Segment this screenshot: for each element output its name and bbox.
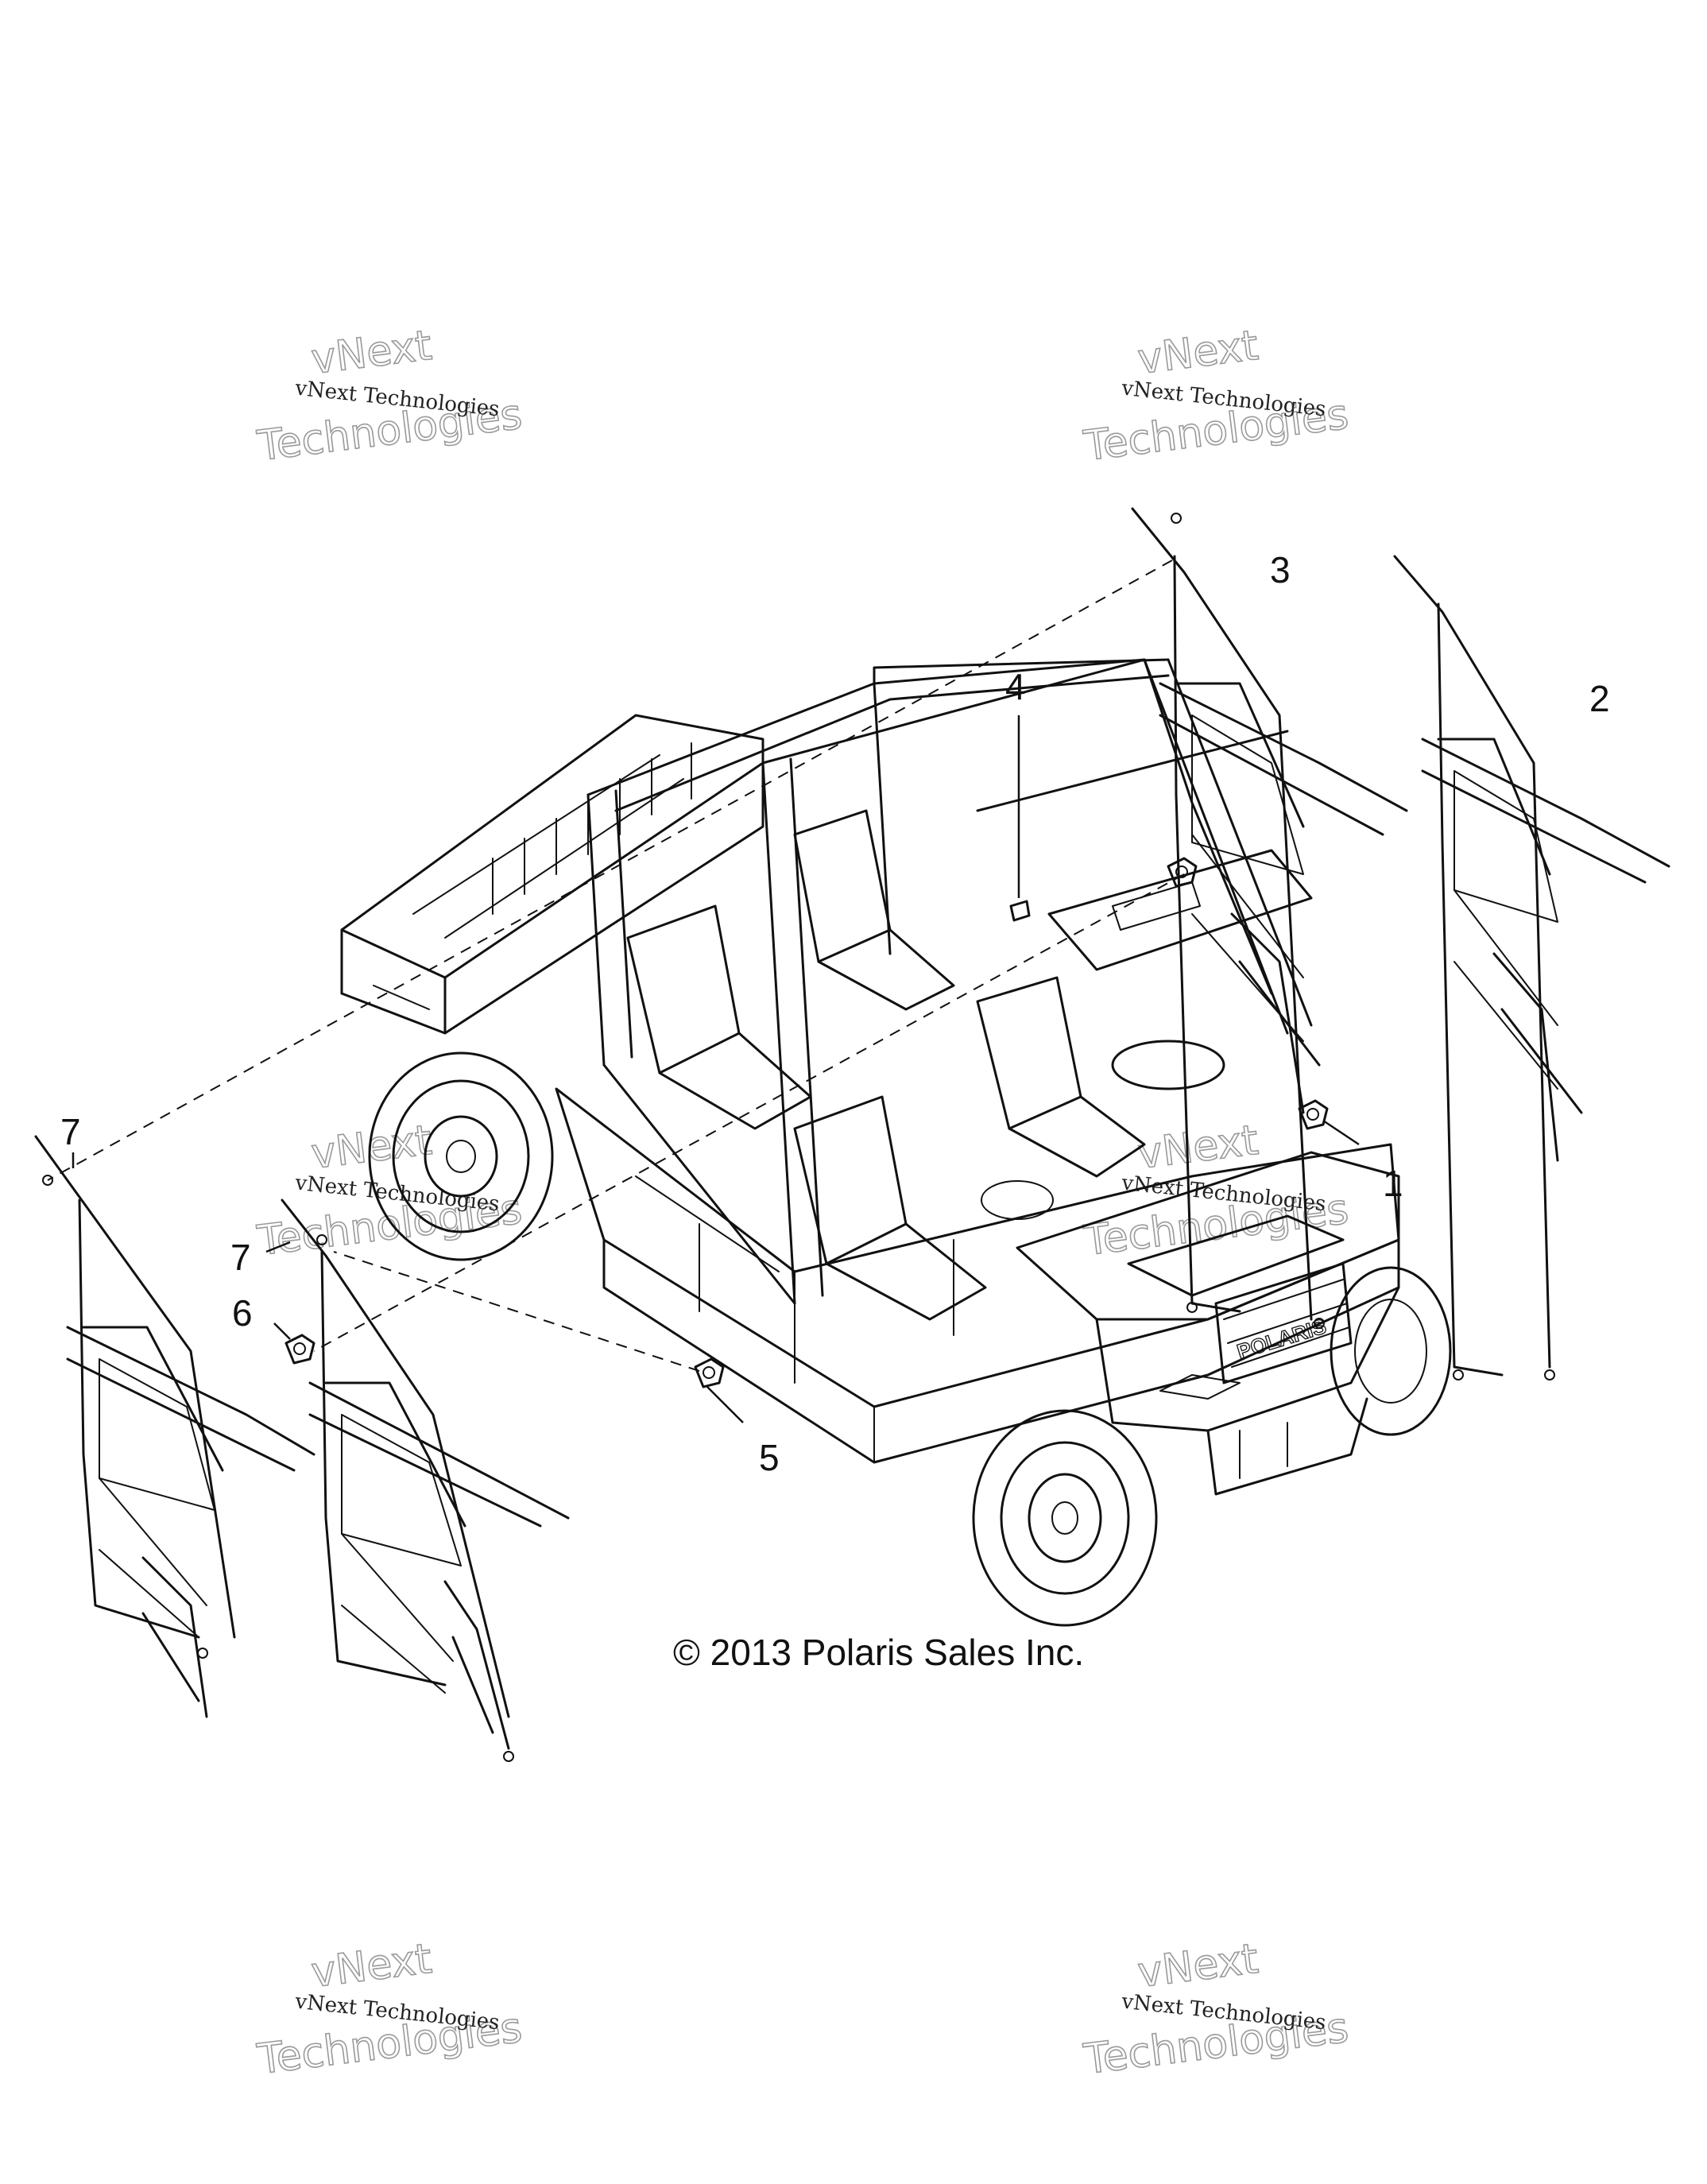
utv-vehicle: POLARIS: [340, 658, 1452, 1627]
alignment-line-side: [333, 1251, 700, 1372]
cup-holder: [981, 1180, 1054, 1220]
vehicle-body: [555, 1087, 1400, 1464]
clip-part-upper: [1167, 857, 1198, 888]
callout-6: 6: [232, 1292, 253, 1334]
clip-part-6: [284, 1334, 315, 1365]
watermark-big-top: vNext: [308, 322, 434, 384]
leader-line-5: [706, 1386, 744, 1423]
tag-part-4: [1009, 900, 1031, 922]
front-wheel-left: [972, 1409, 1158, 1627]
callout-2: 2: [1589, 678, 1610, 719]
net-assembly-2: [1393, 555, 1670, 1380]
callout-5: 5: [759, 1437, 780, 1478]
watermark-big-top: vNext: [308, 1117, 434, 1179]
leader-line-7-right: [265, 1241, 291, 1253]
rear-wheel: [368, 1051, 554, 1261]
leader-line-1: [1322, 1119, 1360, 1146]
callout-7-left: 7: [60, 1111, 81, 1152]
dashboard: [981, 849, 1313, 1220]
copyright-notice: © 2013 Polaris Sales Inc.: [673, 1632, 1084, 1673]
callout-3: 3: [1270, 549, 1291, 591]
alignment-line-lower: [313, 873, 1185, 1352]
watermark-big-top: vNext: [1135, 322, 1260, 384]
callout-7-right: 7: [230, 1237, 251, 1278]
roll-cage: [586, 658, 1313, 1305]
callout-4: 4: [1005, 666, 1026, 707]
clip-part-1: [1298, 1099, 1329, 1130]
front-hood: POLARIS: [1016, 1151, 1400, 1496]
front-wheel-right: [1330, 1266, 1452, 1436]
clip-part-5: [694, 1357, 725, 1388]
watermark-big-top: vNext: [308, 1935, 434, 1997]
net-assembly-3: [1131, 507, 1408, 1329]
net-assembly-rear-right: [281, 1198, 570, 1762]
callout-1: 1: [1383, 1163, 1403, 1204]
steering-wheel: [1111, 1040, 1225, 1090]
leader-line-6: [273, 1322, 291, 1340]
cargo-bed: [340, 714, 764, 1035]
watermark-big-top: vNext: [1135, 1935, 1260, 1997]
alignment-line-upper: [47, 560, 1173, 1181]
